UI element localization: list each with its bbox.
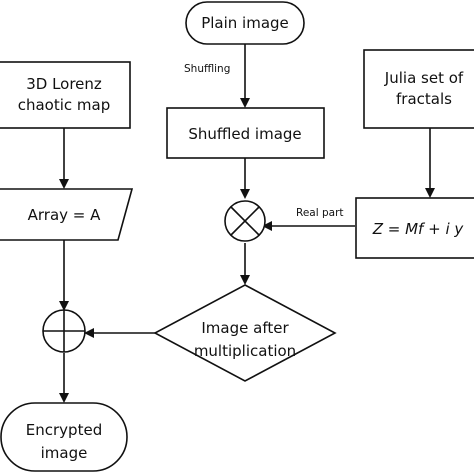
encrypted-label-line1: Encrypted bbox=[26, 421, 102, 439]
real-part-label: Real part bbox=[296, 207, 344, 219]
julia-node: Julia set of fractals bbox=[363, 49, 474, 129]
julia-label-line1: Julia set of bbox=[384, 69, 464, 87]
equation-node: Z = Mf + i y bbox=[355, 197, 474, 259]
julia-label-line2: fractals bbox=[396, 90, 452, 108]
encrypted-label-line2: image bbox=[41, 444, 88, 462]
multiply-operator-icon bbox=[224, 200, 266, 242]
image-after-label-line2: multiplication bbox=[194, 342, 296, 360]
array-node: Array = A bbox=[0, 188, 134, 241]
equation-label: Z = Mf + i y bbox=[372, 220, 465, 238]
connectors bbox=[59, 44, 435, 403]
lorenz-label-line1: 3D Lorenz bbox=[26, 75, 102, 93]
lorenz-label-line2: chaotic map bbox=[18, 96, 111, 114]
shuffled-image-label: Shuffled image bbox=[188, 125, 301, 143]
shuffled-image-node: Shuffled image bbox=[166, 107, 325, 159]
plain-image-label: Plain image bbox=[201, 14, 289, 32]
encrypted-image-node: Encrypted image bbox=[0, 402, 128, 472]
plain-image-node: Plain image bbox=[185, 1, 305, 45]
array-label: Array = A bbox=[28, 206, 102, 224]
image-after-multiplication-node: Image after multiplication bbox=[153, 284, 337, 382]
add-operator-icon bbox=[42, 309, 86, 353]
image-after-label-line1: Image after bbox=[201, 319, 289, 337]
lorenz-node: 3D Lorenz chaotic map bbox=[0, 61, 131, 129]
shuffling-label: Shuffling bbox=[184, 63, 230, 75]
